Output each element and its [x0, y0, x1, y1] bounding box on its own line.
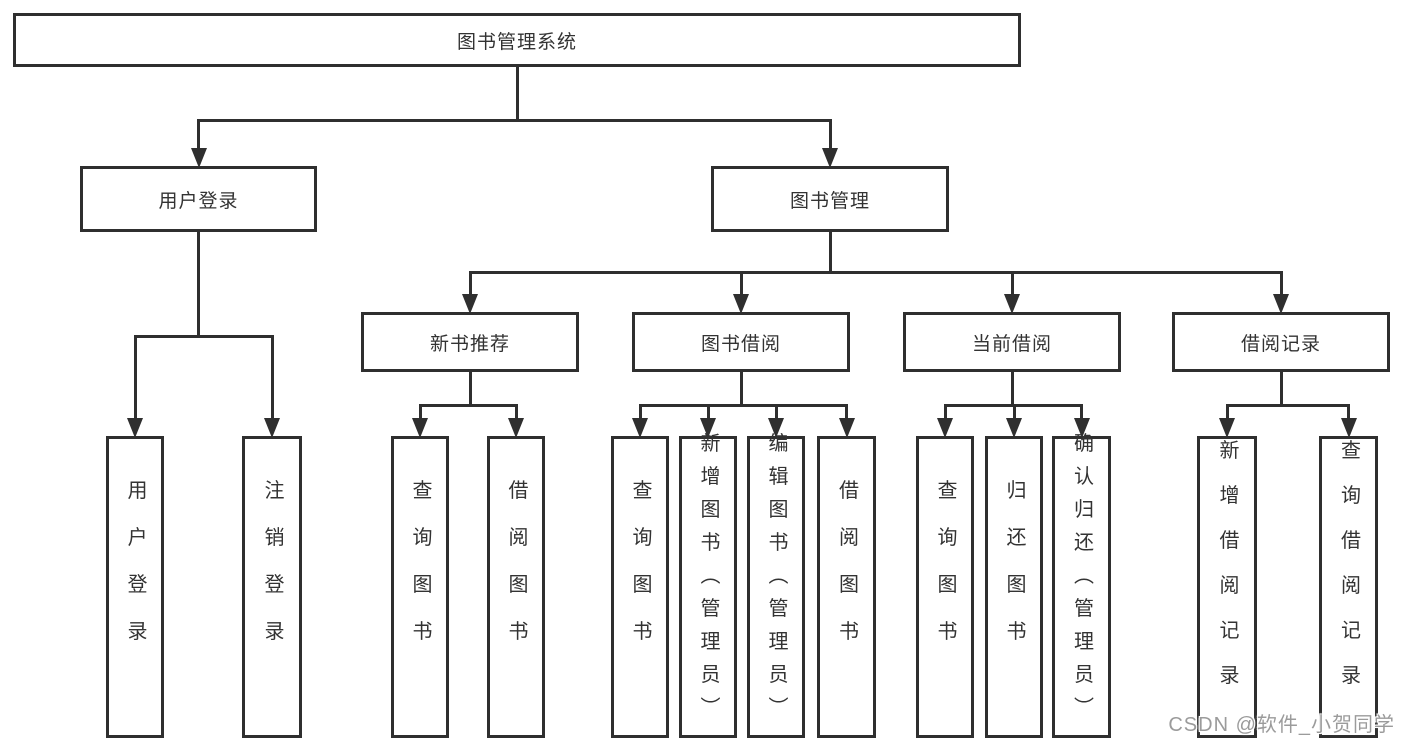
- arrowhead-icon: [1273, 294, 1289, 314]
- node-leaf-edit-book: 编辑图书（管理员）: [747, 432, 805, 738]
- arrowhead-icon: [462, 294, 478, 314]
- csdn-watermark: CSDN @软件_小贺同学: [1168, 714, 1395, 736]
- arrowhead-icon: [508, 418, 524, 438]
- node-label: 用户登录: [158, 190, 239, 212]
- arrowhead-icon: [937, 418, 953, 438]
- node-leaf-query-book-b: 查询图书: [611, 436, 669, 738]
- node-label: 查询借阅记录: [1337, 439, 1360, 710]
- node-leaf-borrow-book-b: 借阅图书: [817, 436, 876, 738]
- node-new-book-rec: 新书推荐: [361, 312, 579, 372]
- node-label: 注销登录: [261, 479, 283, 668]
- arrowhead-icon: [1219, 418, 1235, 438]
- edge-drop: [133, 336, 137, 422]
- arrowhead-icon: [700, 418, 716, 438]
- edge-bar: [468, 270, 1283, 274]
- arrowhead-icon: [632, 418, 648, 438]
- arrowhead-icon: [1006, 418, 1022, 438]
- arrowhead-icon: [768, 418, 784, 438]
- node-book-borrow: 图书借阅: [632, 312, 850, 372]
- node-label: 图书借阅: [700, 333, 781, 355]
- edge-drop: [1225, 405, 1229, 422]
- edge-bar: [638, 403, 848, 407]
- edge-drop: [739, 272, 743, 298]
- edge-drop: [1279, 272, 1283, 298]
- node-label: 编辑图书（管理员）: [765, 432, 787, 730]
- edge-stem: [197, 231, 200, 336]
- node-label: 借阅图书: [505, 479, 527, 668]
- node-current-borrow: 当前借阅: [903, 312, 1121, 372]
- node-leaf-query-borrow-record: 查询借阅记录: [1319, 436, 1378, 738]
- arrowhead-icon: [412, 418, 428, 438]
- edge-drop: [1012, 405, 1016, 422]
- arrowhead-icon: [822, 148, 838, 168]
- edge-stem: [515, 66, 519, 120]
- edge-bar: [418, 403, 518, 407]
- node-label: 查询图书: [934, 479, 956, 668]
- edge-drop: [270, 336, 274, 422]
- node-label: 确认归还（管理员）: [1070, 432, 1093, 730]
- arrowhead-icon: [1004, 294, 1020, 314]
- node-leaf-add-borrow-record: 新增借阅记录: [1197, 436, 1257, 738]
- edge-drop: [1080, 405, 1083, 422]
- arrowhead-icon: [127, 418, 143, 438]
- arrowhead-icon: [190, 148, 207, 168]
- node-label: 图书管理系统: [456, 31, 577, 53]
- edge-drop: [774, 405, 778, 422]
- edge-drop: [845, 405, 848, 422]
- arrowhead-icon: [264, 418, 280, 438]
- node-label: 查询图书: [629, 479, 651, 668]
- edge-drop: [638, 405, 642, 422]
- node-leaf-logout: 注销登录: [242, 436, 302, 738]
- node-label: 查询图书: [409, 479, 431, 668]
- edge-drop: [468, 272, 472, 298]
- edge-stem: [1010, 371, 1014, 405]
- node-label: 图书管理: [789, 190, 870, 212]
- node-user-login: 用户登录: [80, 166, 317, 232]
- arrowhead-icon: [1340, 418, 1357, 438]
- arrowhead-icon: [838, 418, 855, 438]
- node-leaf-confirm-return: 确认归还（管理员）: [1052, 432, 1111, 738]
- node-label: 用户登录: [124, 479, 146, 668]
- node-label: 借阅图书: [835, 479, 858, 668]
- edge-drop: [1010, 272, 1014, 298]
- arrowhead-icon: [733, 294, 749, 314]
- edge-bar: [197, 118, 832, 122]
- edge-bar: [133, 334, 274, 338]
- edge-stem: [468, 371, 472, 405]
- edge-drop: [706, 405, 710, 422]
- edge-drop: [197, 120, 200, 152]
- edge-drop: [943, 405, 947, 422]
- edge-drop: [1347, 405, 1350, 422]
- node-book-mgmt: 图书管理: [711, 166, 949, 232]
- node-label: 新书推荐: [429, 333, 510, 355]
- edge-drop: [828, 120, 832, 152]
- edge-stem: [828, 231, 832, 272]
- edge-stem: [739, 371, 743, 405]
- node-leaf-query-book-a: 查询图书: [391, 436, 449, 738]
- node-leaf-borrow-book-a: 借阅图书: [487, 436, 545, 738]
- node-leaf-query-book-c: 查询图书: [916, 436, 974, 738]
- edge-drop: [418, 405, 422, 422]
- node-leaf-return-book: 归还图书: [985, 436, 1043, 738]
- node-label: 当前借阅: [971, 333, 1052, 355]
- edge-stem: [1279, 371, 1283, 405]
- node-leaf-user-login: 用户登录: [106, 436, 164, 738]
- node-label: 新增图书（管理员）: [697, 432, 719, 730]
- edge-drop: [514, 405, 518, 422]
- arrowhead-icon: [1073, 418, 1090, 438]
- node-label: 归还图书: [1003, 479, 1025, 668]
- node-borrow-records: 借阅记录: [1172, 312, 1390, 372]
- node-library-system: 图书管理系统: [13, 13, 1021, 67]
- node-label: 借阅记录: [1240, 333, 1321, 355]
- node-leaf-add-book: 新增图书（管理员）: [679, 432, 737, 738]
- edge-bar: [1225, 403, 1350, 407]
- node-label: 新增借阅记录: [1216, 439, 1238, 710]
